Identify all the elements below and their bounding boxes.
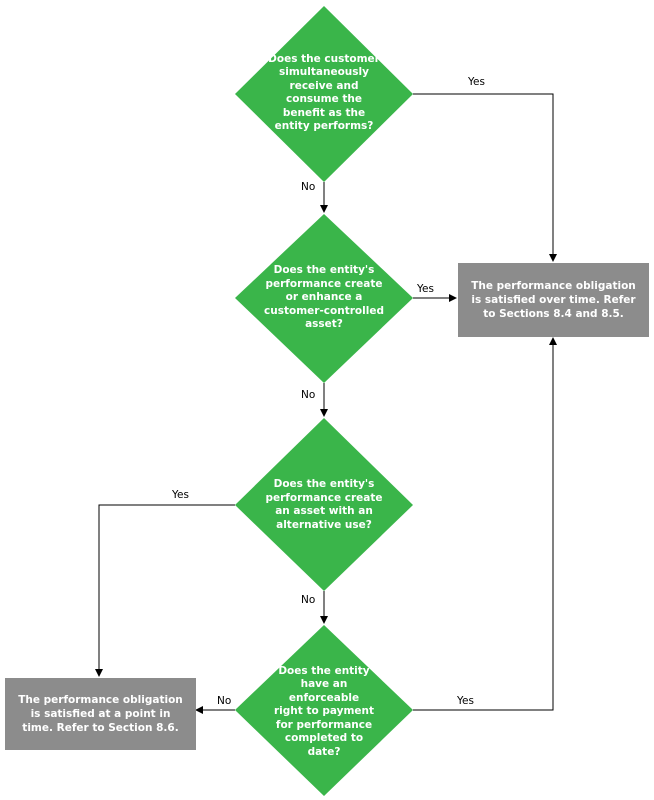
outcome-point-in-time: The performance obligation is satisfied … (5, 678, 196, 750)
label-q3-no: No (301, 594, 316, 606)
label-q1-no: No (301, 181, 316, 193)
outcome-over-time: The performance obligation is satisfied … (458, 263, 649, 337)
decision-diamond-3 (235, 418, 413, 591)
label-q2-no: No (301, 389, 316, 401)
connector-q3-yes (95, 504, 235, 677)
decision-text-3: Does the entity's performance create an … (265, 478, 383, 531)
decision-text-1: Does the customer simultaneously receive… (268, 52, 380, 133)
label-q1-yes: Yes (468, 76, 485, 88)
connector-q4-yes (413, 337, 557, 711)
label-q4-no: No (217, 695, 232, 707)
decision-diamond-4 (235, 625, 413, 796)
decision-diamond-2 (235, 214, 413, 383)
label-q2-yes: Yes (417, 283, 434, 295)
label-q4-yes: Yes (457, 695, 474, 707)
label-q3-yes: Yes (172, 489, 189, 501)
connector-q1-yes (413, 93, 557, 262)
decision-diamond-1 (235, 6, 413, 182)
decision-text-4: Does the entity have an enforceable righ… (274, 664, 375, 758)
decision-text-2: Does the entity's performance create or … (264, 264, 384, 331)
